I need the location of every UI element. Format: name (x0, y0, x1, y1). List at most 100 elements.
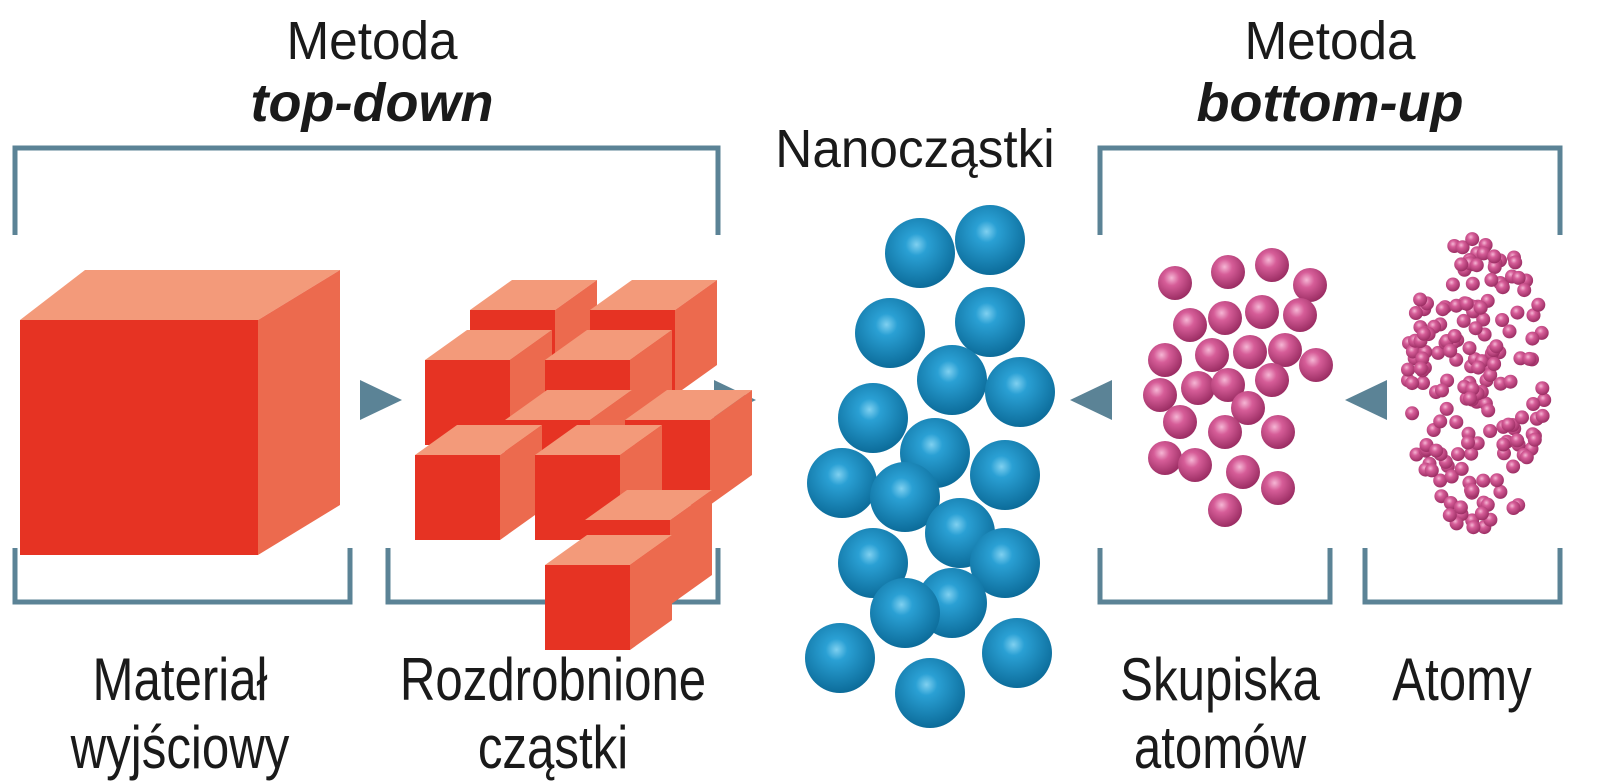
atom (1447, 329, 1462, 343)
arrow-right-icon (360, 380, 402, 420)
atom (1476, 246, 1491, 261)
atom-cluster-particle (1261, 415, 1295, 449)
atom-cluster-particle (1158, 266, 1192, 300)
center-title: Nanocząstki (775, 119, 1055, 179)
nanoparticles (805, 205, 1055, 728)
atom (1405, 406, 1420, 421)
nanoparticle (955, 287, 1025, 357)
nanoparticle (982, 618, 1052, 688)
atom (1502, 324, 1517, 339)
atom (1408, 306, 1423, 320)
atom (1527, 432, 1542, 447)
atom (1435, 302, 1450, 317)
nanoparticle (917, 345, 987, 415)
starting-material-label-1: Materiał (92, 646, 268, 713)
nanoparticle (895, 658, 965, 728)
starting-material-bracket (12, 548, 353, 605)
atom (1433, 414, 1448, 429)
atom (1454, 257, 1469, 272)
atom (1484, 272, 1499, 287)
starting-material-cube (20, 270, 340, 555)
nanoparticle (870, 462, 940, 532)
atom (1510, 305, 1525, 320)
atom (1481, 403, 1496, 418)
atom (1454, 461, 1469, 476)
atom (1525, 331, 1540, 346)
nanoparticle (970, 440, 1040, 510)
atoms (1401, 232, 1552, 535)
atom-cluster-particle (1181, 371, 1215, 405)
atom (1496, 437, 1511, 452)
atom (1453, 500, 1468, 515)
fragmented-cubes (415, 280, 752, 650)
atom-cluster-particle (1233, 335, 1267, 369)
atom (1429, 443, 1444, 458)
atom (1455, 240, 1470, 255)
atom-cluster-particle (1226, 455, 1260, 489)
atom (1471, 360, 1486, 375)
atom-cluster-particle (1268, 333, 1302, 367)
atom (1476, 473, 1491, 488)
atom (1449, 298, 1464, 313)
atom-cluster-particle (1261, 471, 1295, 505)
arrow-left-icon (1345, 380, 1387, 420)
atom-cluster-particle (1255, 248, 1289, 282)
nanoparticle (838, 383, 908, 453)
atom (1535, 408, 1550, 423)
atom-clusters (1143, 248, 1333, 527)
left-method-line2: top-down (250, 73, 494, 133)
clusters-bracket (1097, 548, 1333, 605)
nanoparticle (870, 578, 940, 648)
atom (1526, 308, 1541, 323)
atom-cluster-particle (1299, 348, 1333, 382)
atom (1413, 361, 1428, 376)
atom (1526, 397, 1541, 411)
atom (1461, 435, 1475, 450)
fragmented-label-2: cząstki (477, 714, 629, 781)
atom-cluster-particle (1178, 448, 1212, 482)
left-method-line1: Metoda (286, 11, 458, 71)
atom-cluster-particle (1148, 343, 1182, 377)
atom (1451, 447, 1465, 462)
atom-cluster-particle (1211, 255, 1245, 289)
atom (1443, 343, 1458, 358)
atom-cluster-particle (1245, 295, 1279, 329)
atom-cluster-particle (1195, 338, 1229, 372)
atom (1495, 313, 1510, 327)
nanoparticle (855, 298, 925, 368)
atom (1511, 270, 1526, 285)
atom (1495, 280, 1510, 295)
atom-cluster-particle (1255, 363, 1289, 397)
atom (1493, 484, 1508, 499)
atom (1445, 277, 1460, 292)
nanoparticle (805, 623, 875, 693)
small-cube (415, 425, 542, 540)
atom (1416, 326, 1431, 341)
atom (1506, 459, 1521, 474)
atom (1405, 376, 1420, 391)
atom (1535, 381, 1550, 396)
atom (1431, 345, 1446, 360)
atom-cluster-particle (1163, 405, 1197, 439)
atom (1465, 232, 1480, 247)
atom (1435, 383, 1449, 398)
nanoparticle (970, 528, 1040, 598)
atom (1433, 473, 1448, 488)
atom (1424, 463, 1439, 478)
nanoparticle (807, 448, 877, 518)
clusters-label-2: atomów (1133, 714, 1307, 781)
atom (1439, 401, 1454, 416)
atom (1444, 469, 1459, 484)
atom (1459, 296, 1474, 311)
atom-cluster-particle (1211, 368, 1245, 402)
atom (1465, 276, 1480, 291)
atom (1522, 351, 1537, 366)
atom (1517, 283, 1532, 298)
atom (1506, 501, 1521, 515)
atom (1468, 321, 1483, 336)
atoms-label: Atomy (1392, 646, 1532, 713)
bottom-up-bracket (1097, 145, 1563, 235)
atom (1531, 297, 1546, 312)
nanoparticle (985, 357, 1055, 427)
atom (1489, 339, 1504, 354)
